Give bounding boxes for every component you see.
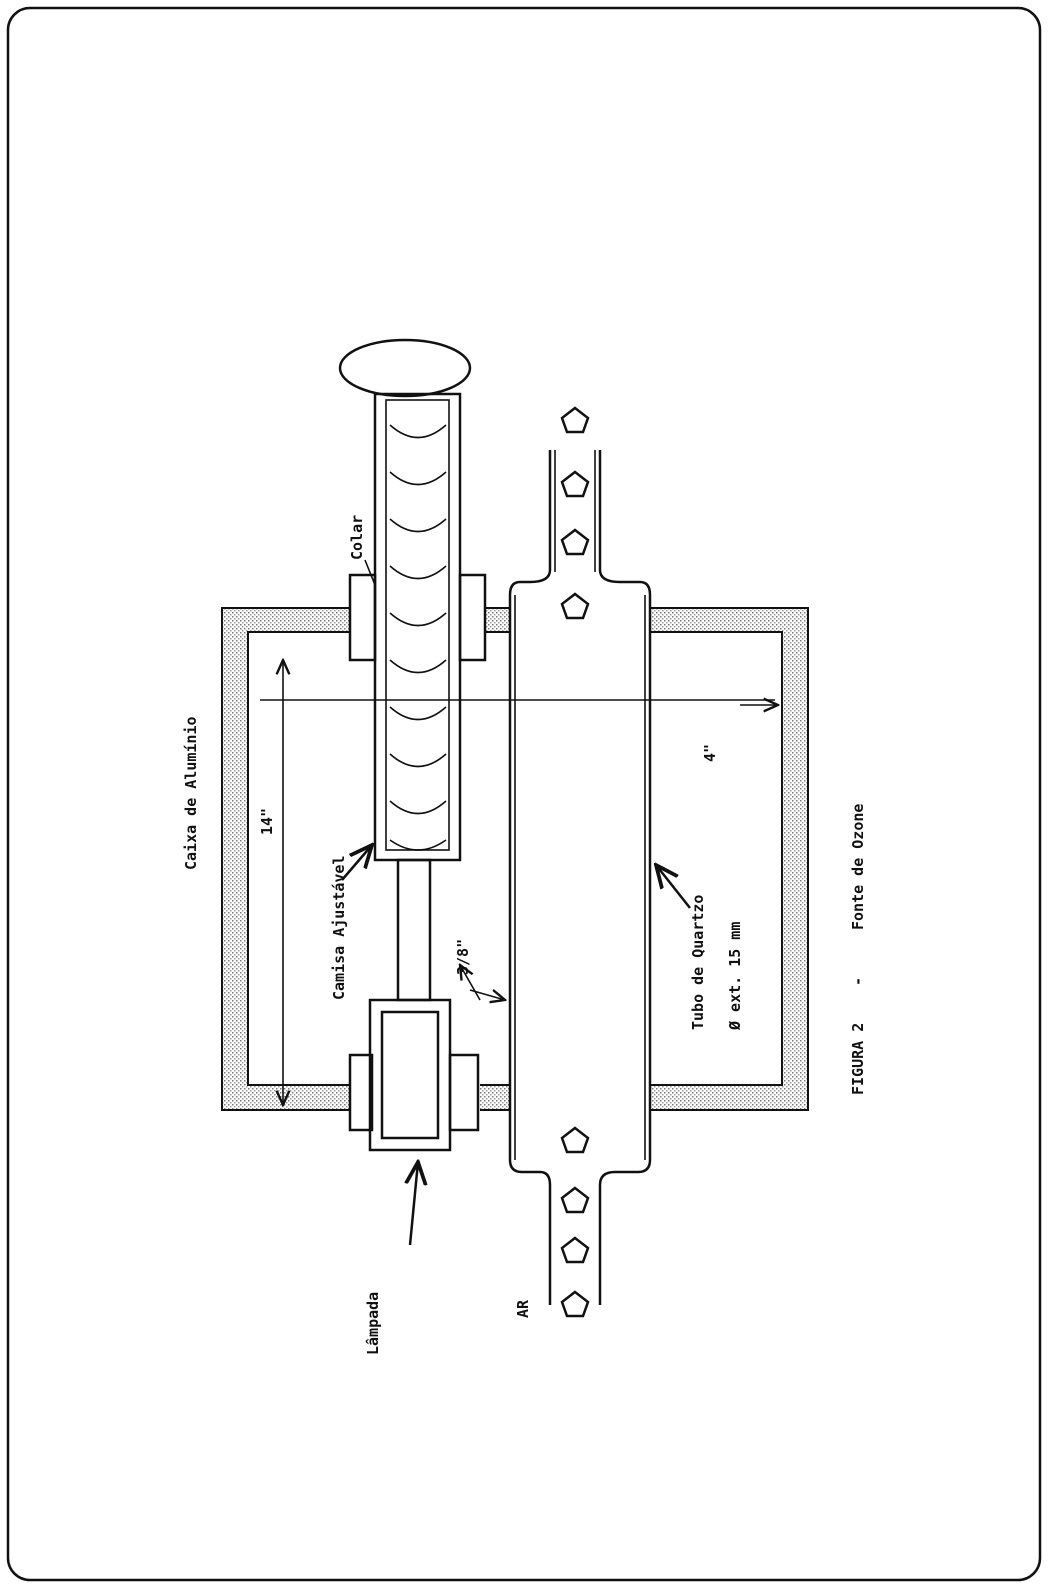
- label-quartz-diameter: Ø ext. 15 mm: [726, 922, 744, 1031]
- label-gap-dim: 3/8": [454, 939, 472, 975]
- label-quartz-tube: Tubo de Quartzo: [689, 895, 707, 1030]
- aluminum-box: [221, 600, 809, 1120]
- label-adjustable-jacket: Camisa Ajustável: [330, 856, 348, 1001]
- caption-figure: FIGURA 2: [849, 1023, 867, 1095]
- airflow-arrows: [560, 406, 590, 1318]
- lamp-neck: [396, 858, 432, 1002]
- dimension-lines: [260, 660, 778, 1105]
- reflector-arcs: [389, 424, 447, 851]
- label-length-dim: 14": [258, 808, 276, 835]
- label-aluminum-box: Caixa de Alumínio: [182, 716, 200, 870]
- figure-caption: FIGURA 2 - Fonte de Ozone: [849, 804, 867, 1095]
- caption-title: Fonte de Ozone: [849, 804, 867, 930]
- label-lamp: Lâmpada: [364, 1292, 382, 1355]
- lamp: [348, 998, 480, 1152]
- leader-arrows: [341, 559, 691, 1246]
- label-collar: Colar: [348, 515, 366, 560]
- caption-separator: -: [849, 977, 867, 986]
- label-air: AR: [514, 1299, 532, 1318]
- label-width-dim: 4": [701, 744, 719, 762]
- quartz-tube: [508, 450, 652, 1305]
- collar: [348, 573, 487, 662]
- page-border: [6, 6, 1042, 1582]
